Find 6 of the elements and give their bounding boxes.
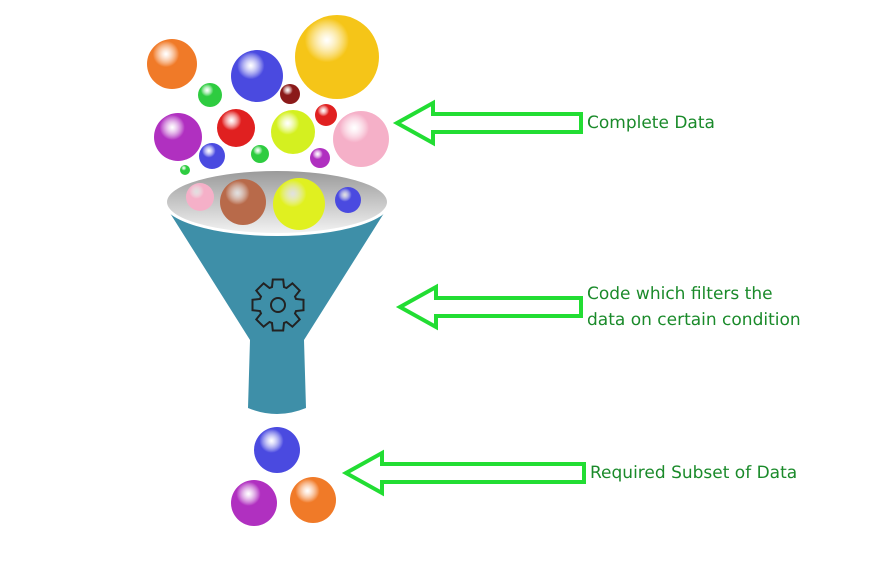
callout-text: Required Subset of Data <box>590 462 798 485</box>
callout-text: Complete Data <box>587 112 716 135</box>
block-arrow <box>396 284 583 330</box>
block-arrow <box>392 100 583 146</box>
block-arrow <box>342 450 586 496</box>
callout-text: Code which filters the data on certain condition <box>587 283 802 332</box>
